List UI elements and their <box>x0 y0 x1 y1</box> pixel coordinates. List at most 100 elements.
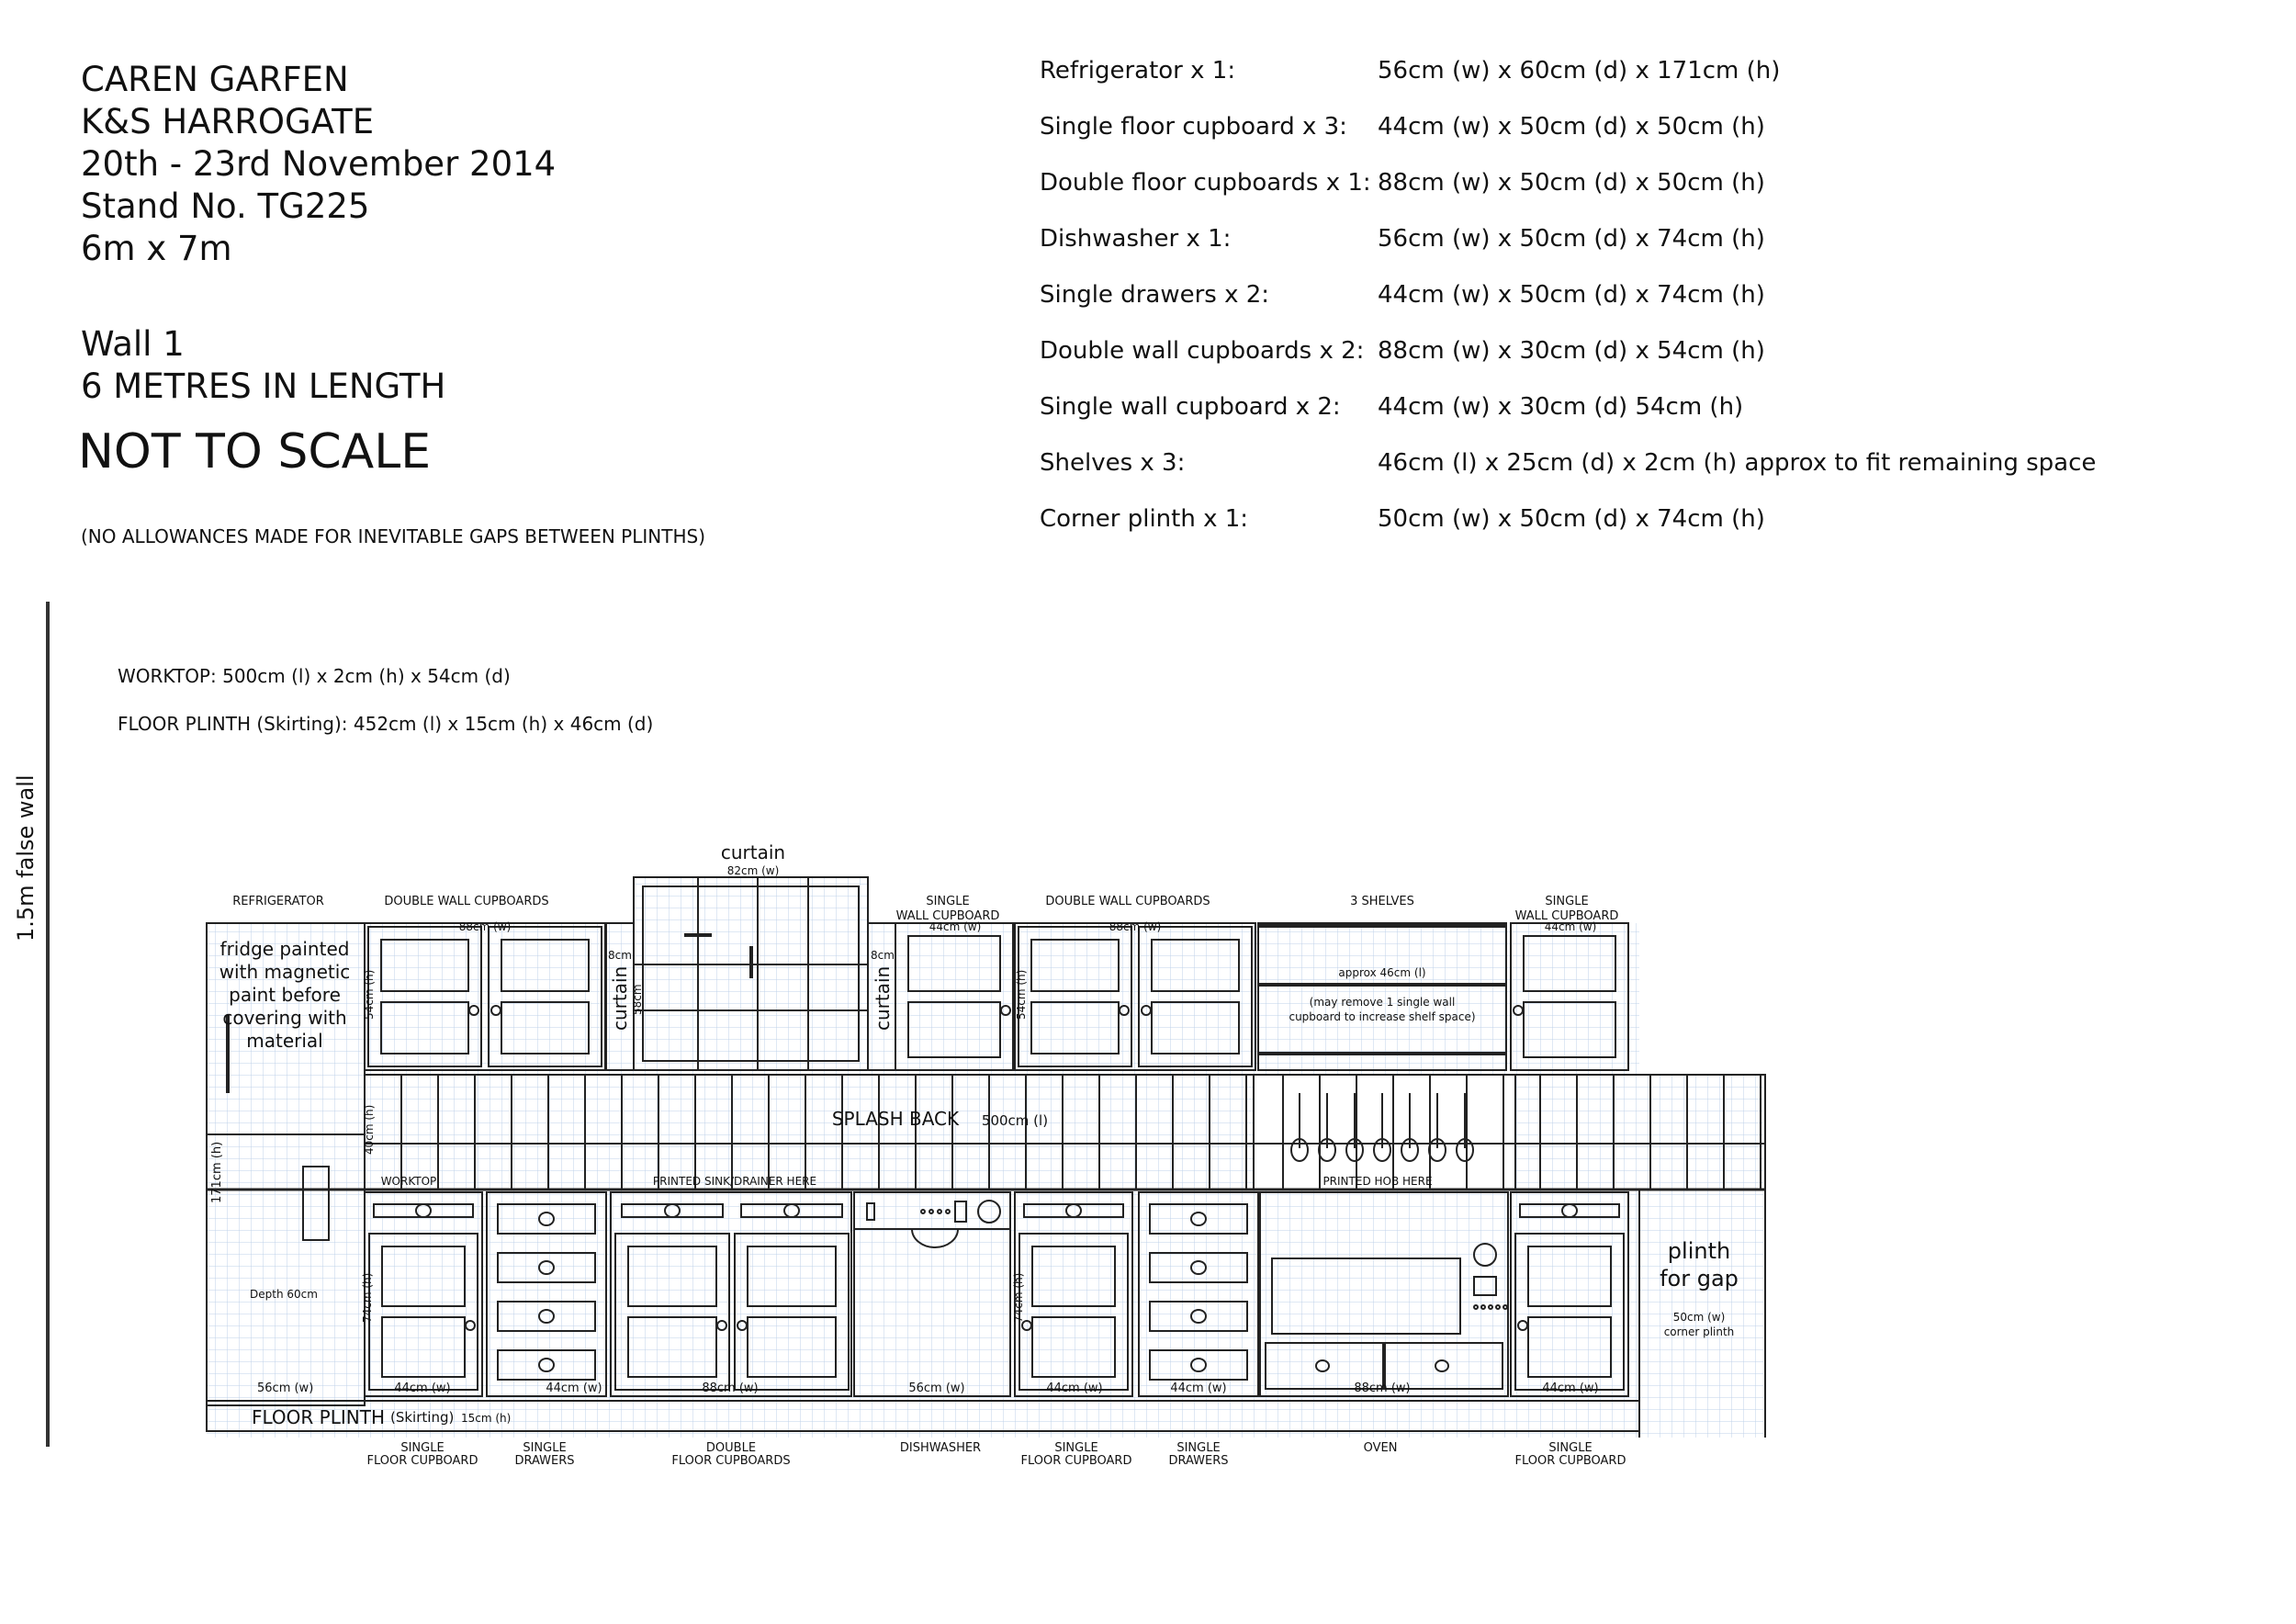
label-single-floor-3: FLOOR CUPBOARD <box>1515 1454 1626 1468</box>
single-drawers-1 <box>486 1191 607 1397</box>
curtain-gap: 8cm <box>871 949 895 962</box>
spec-dims: 50cm (w) x 50cm (d) x 74cm (h) <box>1378 505 1765 533</box>
oven <box>1259 1191 1509 1397</box>
door-panel <box>1030 939 1120 992</box>
single-floor-cupboard-2 <box>1014 1191 1133 1397</box>
drawer-front <box>1149 1349 1248 1381</box>
knob <box>1517 1320 1528 1331</box>
door-panel <box>907 1001 1001 1058</box>
spec-item: Double wall cupboards x 2: <box>1040 337 1365 365</box>
door-right <box>1138 926 1253 1067</box>
knob <box>468 1005 479 1016</box>
knob <box>716 1320 727 1331</box>
spec-dims: 44cm (w) x 50cm (d) x 50cm (h) <box>1378 113 1765 141</box>
width-label: 56cm (w) <box>908 1382 964 1395</box>
width-label: 44cm (w) <box>1542 1382 1598 1395</box>
allowance-note: (NO ALLOWANCES MADE FOR INEVITABLE GAPS … <box>81 525 705 547</box>
fridge-grid-bg <box>207 923 363 1438</box>
spec-dims: 56cm (w) x 50cm (d) x 74cm (h) <box>1378 225 1765 253</box>
dishwasher-button <box>954 1201 967 1223</box>
splash-length: 500cm (l) <box>982 1112 1048 1129</box>
drawer-handle <box>1190 1260 1207 1275</box>
height-label: 74cm (h) <box>361 1273 374 1323</box>
fridge-width: 56cm (w) <box>257 1382 313 1395</box>
label-refrigerator: REFRIGERATOR <box>232 895 323 908</box>
width-label: 88cm (w) <box>459 920 512 933</box>
door-panel <box>501 1001 590 1054</box>
label-dishwasher: DISHWASHER <box>900 1441 981 1455</box>
fridge-note: covering with <box>222 1007 346 1029</box>
label-single-drawers-2: SINGLE <box>1176 1441 1220 1455</box>
fridge-depth: Depth 60cm <box>250 1288 318 1301</box>
utensil-head <box>1373 1138 1391 1162</box>
oven-dial <box>1473 1243 1497 1267</box>
label-double-floor: FLOOR CUPBOARDS <box>671 1454 790 1468</box>
drawer-handle <box>1315 1359 1330 1372</box>
height-label: 74cm (h) <box>1012 1273 1025 1323</box>
door-panel <box>1527 1316 1612 1378</box>
drawer-handle <box>664 1203 681 1218</box>
label-double-wall-2: DOUBLE WALL CUPBOARDS <box>1045 895 1210 908</box>
door <box>614 1233 730 1391</box>
knob <box>465 1320 476 1331</box>
event-dates: 20th - 23rd November 2014 <box>81 144 557 184</box>
spec-item: Corner plinth x 1: <box>1040 505 1249 533</box>
curtain-label: curtain <box>609 966 631 1031</box>
door <box>368 1233 478 1391</box>
dishwasher-dot <box>945 1209 951 1214</box>
door-panel <box>1031 1316 1116 1378</box>
door-left <box>367 926 482 1067</box>
door-left <box>1018 926 1132 1067</box>
curtain-gap: 8cm <box>608 949 632 962</box>
door-panel <box>1030 1001 1120 1054</box>
drawer-handle <box>538 1260 555 1275</box>
drawer-handle <box>1561 1203 1578 1218</box>
utensil-head <box>1456 1138 1474 1162</box>
door-right <box>488 926 602 1067</box>
plinth-gap-label: for gap <box>1660 1266 1739 1291</box>
oven-dot <box>1480 1304 1486 1310</box>
label-double-floor: DOUBLE <box>706 1441 756 1455</box>
drawer-front <box>1149 1252 1248 1283</box>
label-single-floor-3: SINGLE <box>1548 1441 1592 1455</box>
spec-item: Single wall cupboard x 2: <box>1040 393 1341 421</box>
skirting-height: 15cm (h) <box>461 1412 511 1425</box>
door-panel <box>627 1316 717 1378</box>
plinth-gap-label: plinth <box>1668 1238 1730 1264</box>
skirting-label: (Skirting) <box>390 1409 454 1426</box>
width-label: 88cm (w) <box>1109 920 1162 933</box>
label-single-floor-1: FLOOR CUPBOARD <box>367 1454 478 1468</box>
single-floor-cupboard-3 <box>1510 1191 1629 1397</box>
width-label: 44cm (w) <box>929 920 982 933</box>
knob <box>1000 1005 1011 1016</box>
door-panel <box>1523 935 1616 992</box>
utensil-head <box>1290 1138 1309 1162</box>
knob <box>490 1005 501 1016</box>
shelves <box>1257 922 1507 1071</box>
wall-length: 6 METRES IN LENGTH <box>81 367 446 406</box>
label-single-wall-1: SINGLE <box>926 895 969 908</box>
oven-dot <box>1488 1304 1493 1310</box>
drawer-front <box>497 1301 596 1332</box>
drawer-front <box>1149 1203 1248 1235</box>
door-panel <box>747 1246 837 1307</box>
width-label: 88cm (w) <box>1354 1382 1410 1395</box>
door-panel <box>380 1001 469 1054</box>
stand-size: 6m x 7m <box>81 229 232 268</box>
double-wall-cupboard-2 <box>1014 922 1256 1071</box>
width-label: 44cm (w) <box>394 1382 450 1395</box>
wall-number: Wall 1 <box>81 324 185 364</box>
oven-display <box>1473 1276 1497 1296</box>
curtain-label: curtain <box>872 966 894 1031</box>
worktop-label: WORKTOP <box>381 1175 437 1188</box>
client-name: CAREN GARFEN <box>81 60 349 99</box>
door <box>1019 1233 1129 1391</box>
shelf-approx: approx 46cm (l) <box>1338 966 1425 979</box>
door-panel <box>907 935 1001 992</box>
utensil-head <box>1401 1138 1419 1162</box>
false-wall-line <box>46 602 50 1447</box>
floor-plinth-spec: FLOOR PLINTH (Skirting): 452cm (l) x 15c… <box>118 713 654 735</box>
width-label: 44cm (w) <box>546 1382 602 1395</box>
spec-dims: 44cm (w) x 50cm (d) x 74cm (h) <box>1378 281 1765 309</box>
